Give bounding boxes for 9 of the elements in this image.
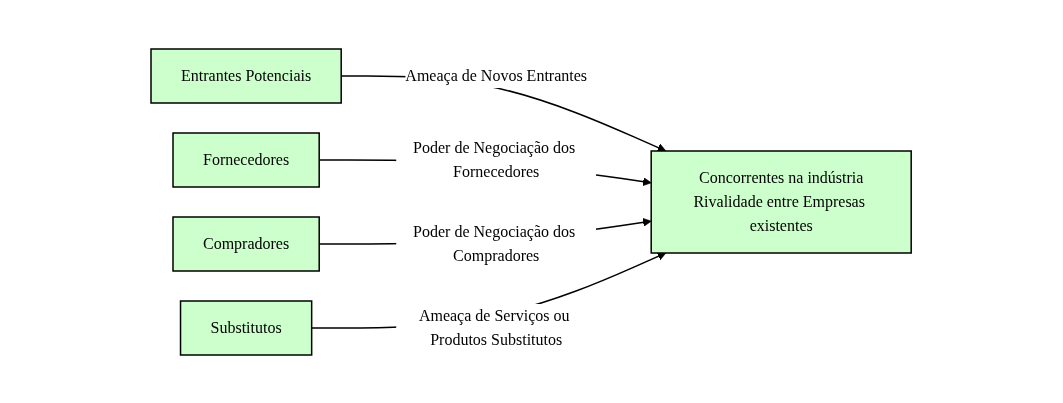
node-box: Entrantes Potenciais — [150, 47, 343, 104]
edge-label: Poder de Negociação dos Compradores — [413, 222, 576, 264]
node-box: Compradores — [172, 215, 321, 272]
node-box: Substitutos — [180, 299, 313, 356]
edge-label: Ameaça de Novos Entrantes — [405, 66, 588, 84]
edge-label: Ameaça de Serviços ou Produtos Substitutos — [419, 306, 570, 348]
node-box: Fornecedores — [172, 131, 321, 188]
edge-label: Poder de Negociação dos Fornecedores — [413, 138, 576, 180]
node-box: Concorrentes na indústria Rivalidade entre Empresas existentes — [650, 149, 913, 254]
